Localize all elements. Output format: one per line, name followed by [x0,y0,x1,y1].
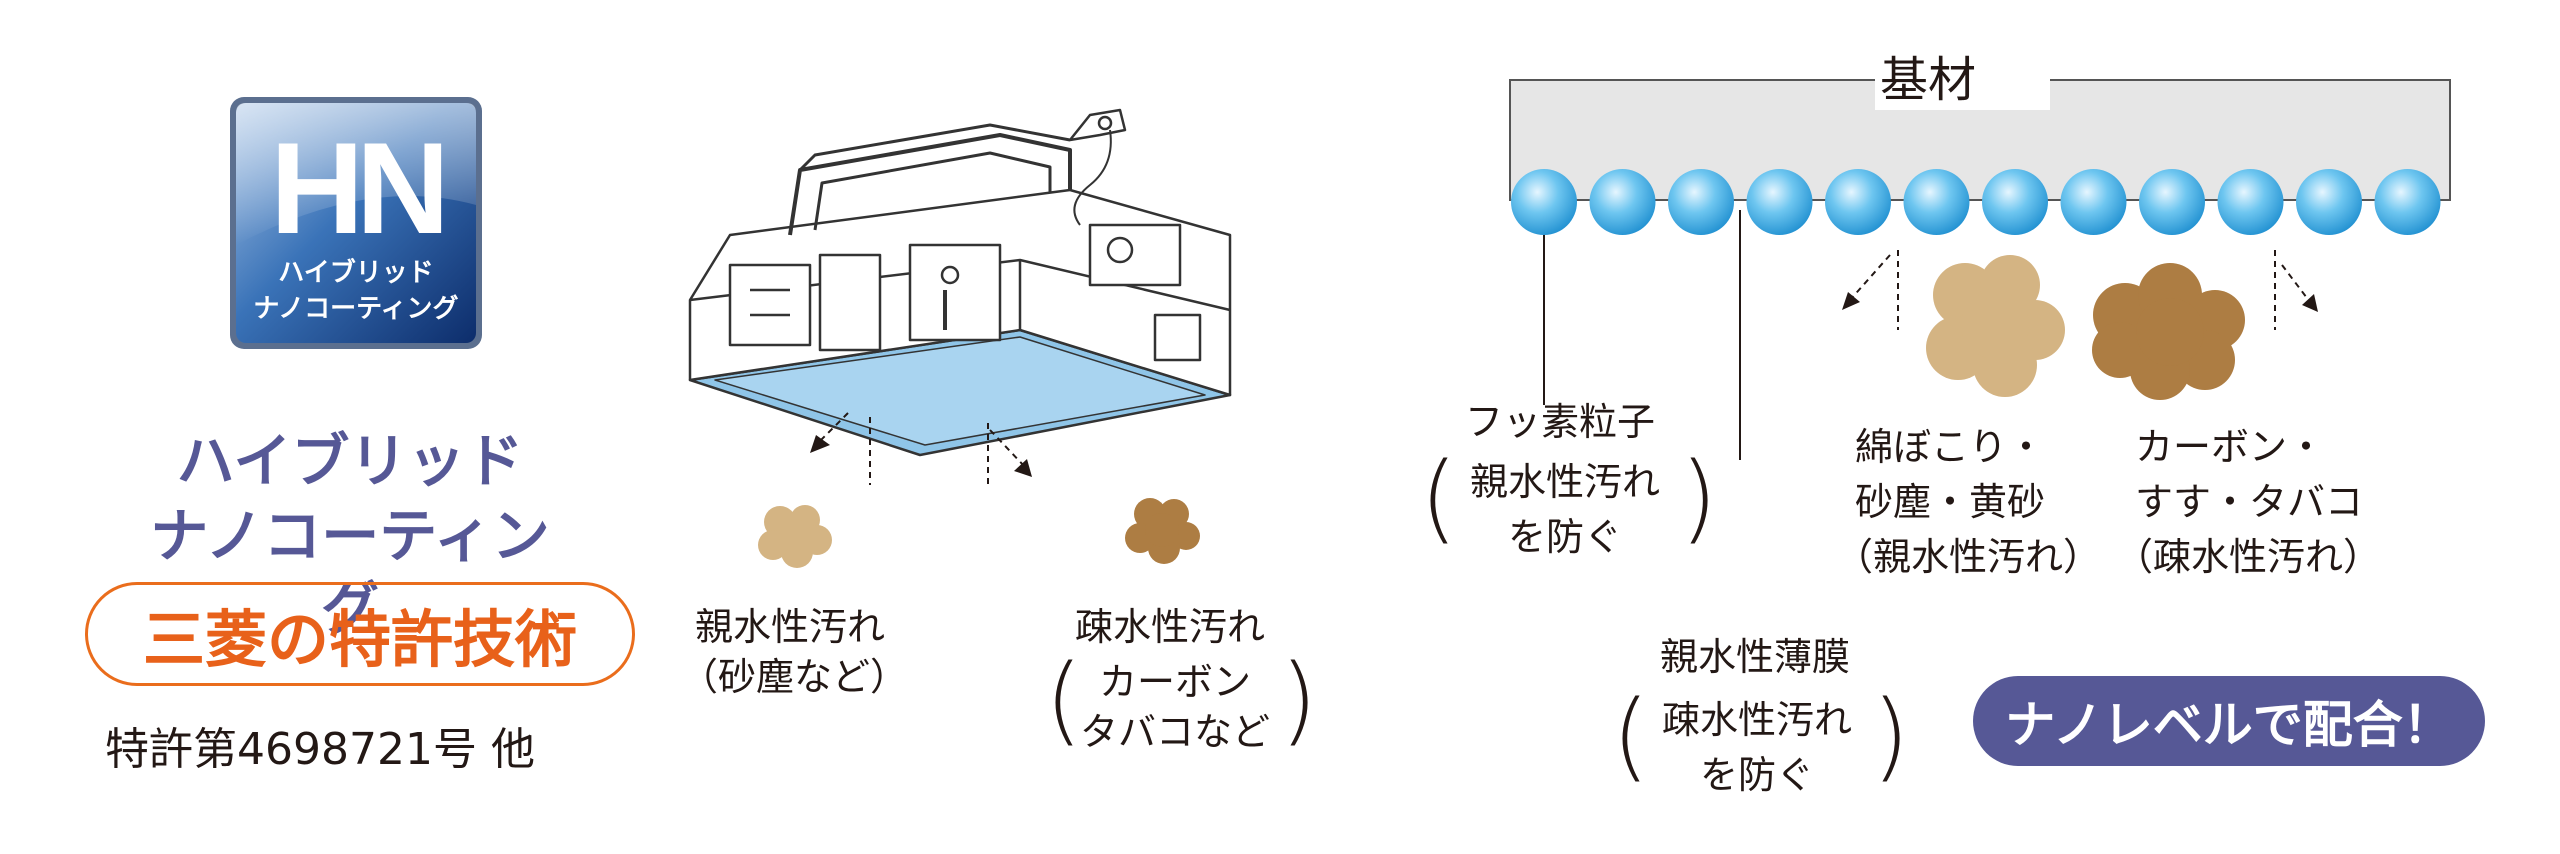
film-line1: 疎水性汚れ [1661,698,1852,742]
cotton-label-1: 綿ぼこり・ [1855,425,2046,469]
fluorine-particle [1511,169,1577,235]
fluorine-particle [1589,169,1656,235]
fluorine-particle [2296,169,2362,235]
close-paren: ) [1872,680,1910,792]
fluorine-particle [2060,169,2127,235]
nano-coating-structure-diagram [1509,50,2451,460]
fluorine-particle [2139,169,2205,235]
cotton-label-3: （親水性汚れ） [1835,535,2102,579]
fluorine-particle [1668,169,1734,235]
hydrophilic-film-label: 親水性薄膜 [1659,635,1850,679]
fluorine-line2: を防ぐ [1507,515,1622,559]
feature-title-line1: ハイブリッド [176,427,524,495]
feature-title-line2: ナノコーティング [150,502,550,643]
close-paren: ) [1680,442,1718,554]
carbon-soot-blob [2092,263,2245,400]
film-line2: を防ぐ [1699,753,1814,797]
hybrid-nano-coating-logo: HN ハイブリッド ナノコーティング [230,97,482,349]
nano-level-badge: ナノレベルで配合！ [1973,676,2485,766]
carbon-label-2: すす・タバコ [2135,480,2364,524]
open-paren: ( [1045,644,1083,756]
cotton-label-2: 砂塵・黄砂 [1855,480,2046,524]
fluorine-line1: 親水性汚れ [1469,460,1660,504]
hydrophobic-dirt-sub2: タバコなど [1079,710,1270,754]
air-conditioner-unit-illustration [688,108,1232,485]
logo-line2-text: ハイブリッド [278,257,433,288]
fluorine-particle [1903,169,1970,235]
hydrophilic-dirt-label: 親水性汚れ [695,605,886,649]
substrate-label: 基材 [1880,52,1977,108]
open-paren: ( [1612,680,1650,792]
fluorine-particle [2217,169,2284,235]
logo-line3-text: ナノコーティング [253,294,458,324]
hydrophilic-dirt-sublabel: （砂塵など） [680,655,909,699]
logo-hn-text: HN [270,115,442,261]
open-paren: ( [1420,442,1458,554]
patent-number: 特許第4698721号 他 [105,724,535,775]
hydrophobic-dirt-sub1: カーボン [1098,660,1251,704]
patent-technology-badge: 三菱の特許技術 [85,582,635,686]
hydrophilic-dirt-blob [758,505,832,568]
fluorine-particle [1825,169,1891,235]
fluorine-particle-label: フッ素粒子 [1464,400,1655,444]
close-paren: ) [1280,644,1318,756]
cotton-dust-blob [1926,255,2065,397]
hydrophobic-dirt-blob [1125,498,1200,564]
fluorine-particle [1746,169,1813,235]
carbon-label-3: （疎水性汚れ） [2115,535,2382,579]
hydrophobic-dirt-label: 疎水性汚れ [1075,605,1266,649]
fluorine-particle [1982,169,2048,235]
carbon-label-1: カーボン・ [2135,425,2326,469]
fluorine-particle [2374,169,2441,235]
